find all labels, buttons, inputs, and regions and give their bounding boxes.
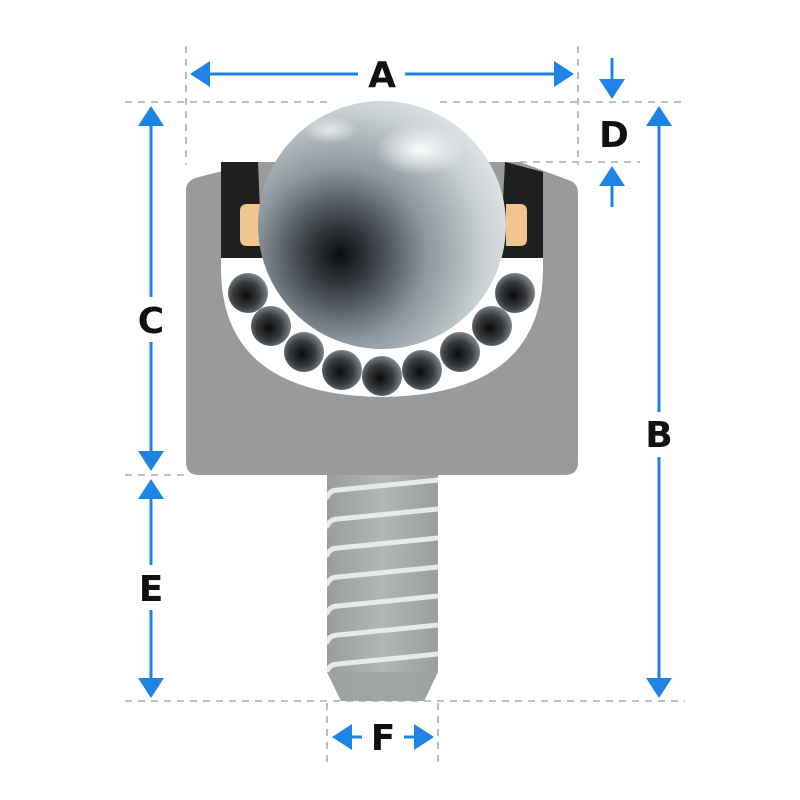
support-ball <box>284 332 324 372</box>
arrowhead-e-top <box>138 479 164 499</box>
support-ball <box>228 273 268 313</box>
support-ball <box>472 306 512 346</box>
threaded-stud <box>327 474 438 701</box>
dimension-label-c: C <box>138 301 164 342</box>
arrowhead-b-top <box>646 106 672 126</box>
arrowhead-a-left <box>190 61 210 87</box>
thread-line <box>327 622 438 645</box>
dimension-labels: A B C D E F <box>138 55 673 759</box>
arrowhead-c-top <box>138 106 164 126</box>
thread-line <box>327 506 438 529</box>
thread-grooves <box>327 477 438 674</box>
stud-shaft <box>327 474 438 701</box>
support-balls <box>228 273 535 396</box>
insert-right <box>506 204 527 246</box>
arrowhead-f-left <box>332 724 352 750</box>
arrowhead-b-bottom <box>646 678 672 698</box>
dimension-label-d: D <box>599 115 629 156</box>
dimension-arrows <box>149 58 661 739</box>
dimension-label-b: B <box>645 415 672 456</box>
thread-line <box>327 535 438 558</box>
dimension-label-a: A <box>368 55 396 96</box>
arrowhead-f-right <box>414 724 434 750</box>
arrowhead-e-bottom <box>138 678 164 698</box>
support-ball <box>495 273 535 313</box>
insert-left <box>240 204 262 246</box>
dimension-label-e: E <box>139 569 164 610</box>
support-ball <box>322 350 362 390</box>
arrowhead-d-top <box>599 79 625 99</box>
support-ball <box>440 332 480 372</box>
thread-line <box>327 564 438 587</box>
arrowhead-c-bottom <box>138 451 164 471</box>
dimension-label-f: F <box>371 718 396 759</box>
support-ball <box>362 356 402 396</box>
thread-line <box>327 651 438 674</box>
main-ball-highlight-small <box>302 116 358 144</box>
stud-chamfer-shade <box>327 672 438 701</box>
arrowhead-d-bottom <box>599 166 625 186</box>
arrowhead-a-right <box>554 61 574 87</box>
seal-ring <box>221 162 543 258</box>
thread-line <box>327 477 438 500</box>
support-ball <box>402 350 442 390</box>
main-ball <box>258 101 506 349</box>
arrowheads <box>138 61 672 750</box>
thread-line <box>327 593 438 616</box>
main-ball-highlight <box>375 124 465 176</box>
support-ball <box>251 306 291 346</box>
